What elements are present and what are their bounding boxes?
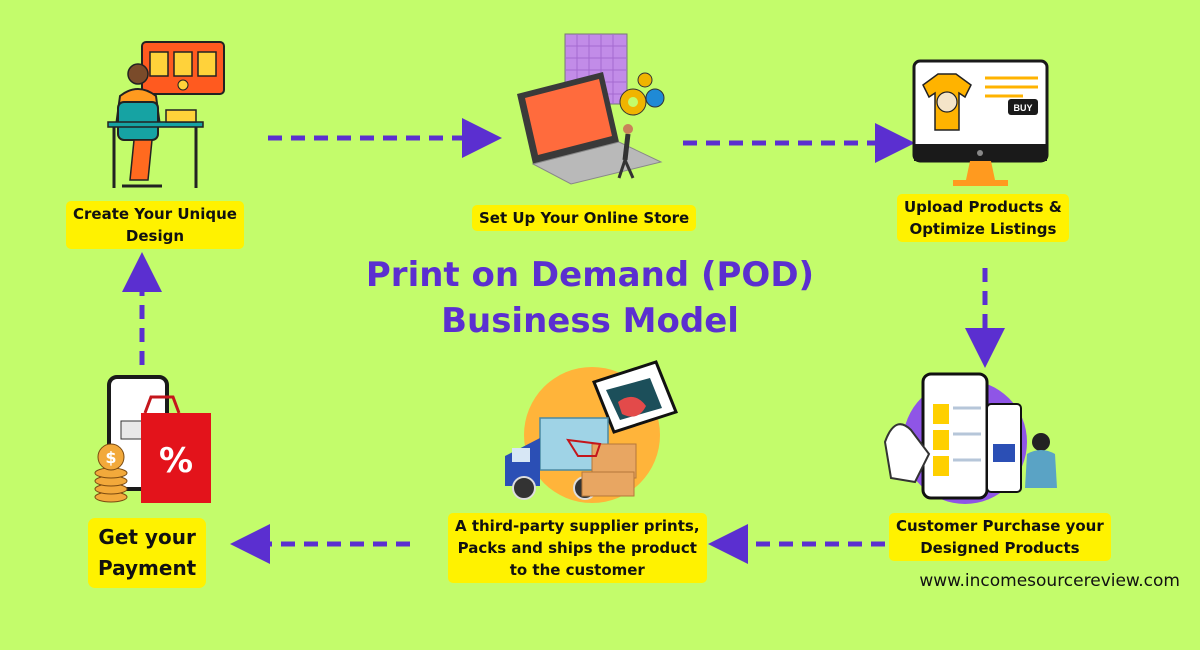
shipping-illustration [505,360,678,503]
step-fulfill-line-1: A third-party supplier prints, [455,517,700,535]
step-fulfill-line-3: to the customer [509,561,645,579]
designer-illustration [107,41,225,188]
step-create-design: Create Your Unique Design [66,201,244,249]
buy-button-icon: BUY [1013,103,1032,113]
dollar-icon: $ [105,448,116,467]
percent-icon: % [159,441,193,481]
step-payment-line-1: Get your [98,525,196,549]
diagram-title-line-2: Business Model [441,301,739,341]
customer-purchase-illustration [883,372,1057,504]
step-store-line-1: Set Up Your Online Store [479,209,690,227]
step-upload-products: Upload Products & Optimize Listings [897,194,1069,242]
step-create-line-2: Design [125,227,185,245]
diagram-title-line-1: Print on Demand (POD) [365,255,815,295]
step-upload-line-1: Upload Products & [904,198,1062,216]
step-fulfill-line-2: Packs and ships the product [457,539,697,557]
diagram-title: Print on Demand (POD) Business Model [330,252,850,344]
step-create-line-1: Create Your Unique [73,205,237,223]
step-supplier-fulfillment: A third-party supplier prints, Packs and… [448,513,707,583]
website-url: www.incomesourcereview.com [919,571,1180,591]
online-store-illustration [517,33,665,185]
step-payment-line-2: Payment [98,556,197,580]
product-listing-illustration: BUY [912,59,1049,186]
step-purchase-line-1: Customer Purchase your [896,517,1104,535]
payment-illustration: % $ [94,375,211,503]
step-upload-line-2: Optimize Listings [909,220,1057,238]
step-purchase-line-2: Designed Products [920,539,1080,557]
step-setup-store: Set Up Your Online Store [472,205,697,231]
step-customer-purchase: Customer Purchase your Designed Products [889,513,1111,561]
step-get-payment: Get your Payment [88,518,207,588]
